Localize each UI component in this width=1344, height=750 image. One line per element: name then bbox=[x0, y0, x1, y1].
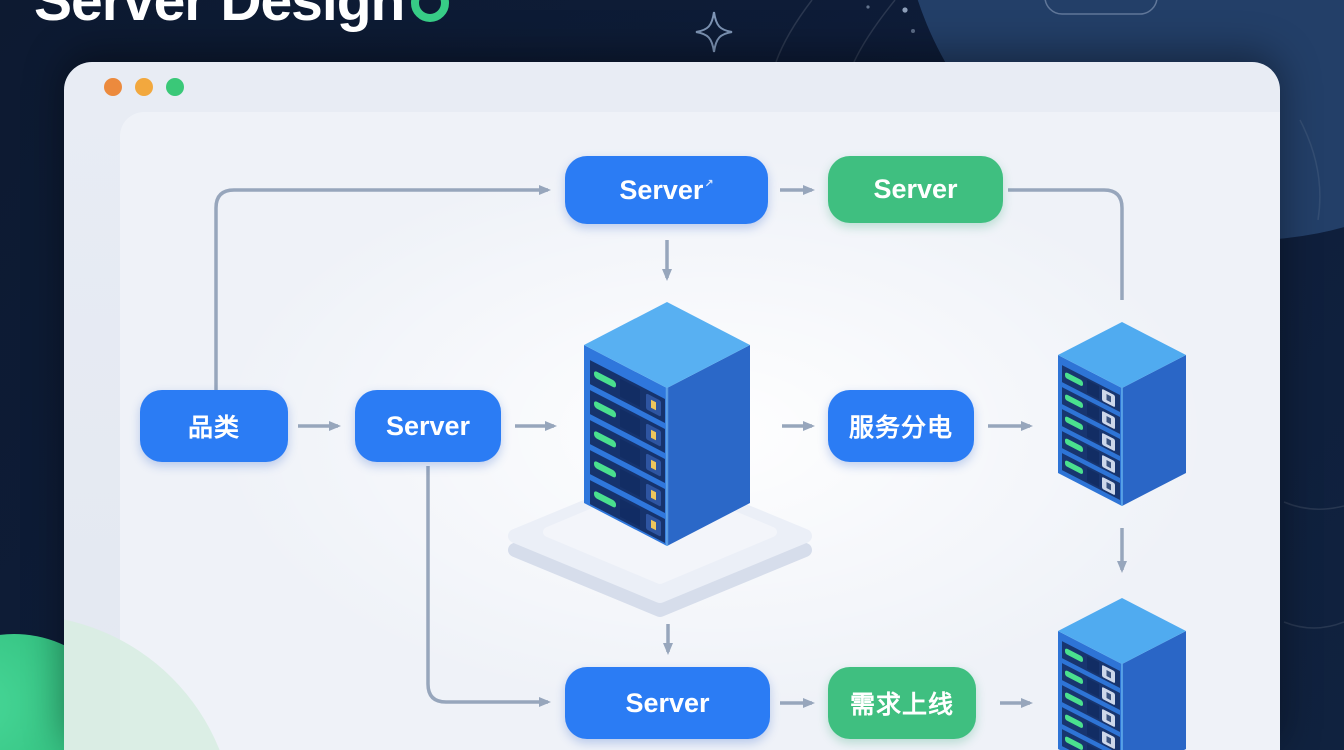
node-label: 需求上线 bbox=[849, 691, 954, 719]
node-label: Server bbox=[873, 174, 958, 204]
node-label: Server bbox=[385, 410, 471, 441]
node-label: Server bbox=[625, 687, 710, 718]
maximize-button[interactable] bbox=[166, 78, 184, 96]
green-ring-icon bbox=[411, 0, 449, 22]
node-bottom-server: Server bbox=[565, 667, 770, 739]
node-service-dispatch: 服务分电 bbox=[828, 390, 974, 462]
node-top-server: Server↗ bbox=[565, 156, 768, 224]
cursor-mark-icon: ↗ bbox=[704, 177, 714, 190]
page-title: Server Design bbox=[34, 0, 405, 33]
node-mid-server: Server bbox=[355, 390, 501, 462]
node-gateway-server: Server bbox=[828, 156, 1003, 223]
sparkle-icon bbox=[695, 11, 733, 53]
window-controls bbox=[104, 78, 197, 96]
minimize-button[interactable] bbox=[135, 78, 153, 96]
pill-outline-decoration bbox=[1044, 0, 1158, 15]
node-label: Server bbox=[619, 174, 704, 205]
star-dots bbox=[866, 5, 915, 33]
node-category: 品类 bbox=[140, 390, 288, 462]
close-button[interactable] bbox=[104, 78, 122, 96]
node-label: 品类 bbox=[187, 414, 240, 442]
node-label: 服务分电 bbox=[848, 414, 953, 442]
node-requirement-launch: 需求上线 bbox=[828, 667, 976, 739]
